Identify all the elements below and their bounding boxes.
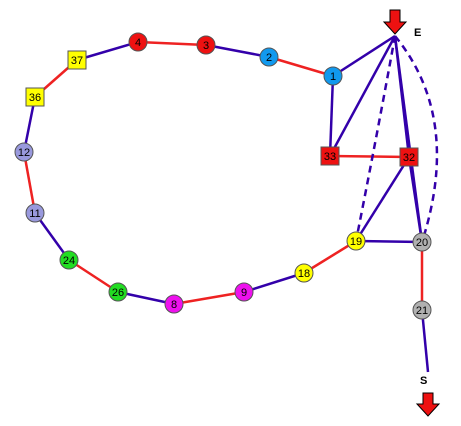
node-32: 32: [399, 147, 419, 167]
node-9-label: 9: [241, 287, 247, 299]
node-37-label: 37: [71, 55, 83, 67]
node-33-shape: [320, 146, 340, 166]
node-19-shape: [346, 231, 366, 251]
node-4: 4: [128, 32, 148, 52]
edge-1-33: [328, 75, 335, 157]
node-26-shape: [108, 282, 128, 302]
node-11-shape: [25, 203, 45, 223]
node-20-shape: [412, 232, 432, 252]
edge-2-1: [268, 55, 334, 78]
edge-11-24: [33, 212, 71, 261]
node-8: 8: [164, 294, 184, 314]
node-12-label: 12: [18, 147, 30, 159]
exit-arrow-icon: [415, 392, 441, 417]
node-26-label: 26: [112, 287, 124, 299]
edge-37-4: [76, 40, 139, 62]
node-19-label: 19: [350, 236, 362, 248]
node-4-shape: [128, 32, 148, 52]
edge-33-32: [329, 154, 410, 159]
edge-4-3: [137, 40, 207, 47]
node-18: 18: [294, 263, 314, 283]
node-32-shape: [399, 147, 419, 167]
node-1-label: 1: [330, 71, 336, 83]
node-26: 26: [108, 282, 128, 302]
node-18-shape: [294, 263, 314, 283]
node-33: 33: [320, 146, 340, 166]
node-1-shape: [323, 66, 343, 86]
edge-9-18: [243, 271, 305, 294]
node-36-label: 36: [29, 92, 41, 104]
edge-24-26: [68, 258, 119, 294]
edge-layer: [22, 34, 439, 373]
node-8-shape: [164, 294, 184, 314]
edge-18-19: [303, 239, 357, 275]
node-8-label: 8: [171, 299, 177, 311]
node-4-label: 4: [135, 37, 141, 49]
entry-label: E: [414, 27, 421, 39]
entry-arrow-icon: [382, 9, 408, 35]
edge-32-19: [354, 156, 411, 242]
edge-26-8: [117, 290, 175, 306]
node-20: 20: [412, 232, 432, 252]
node-3-label: 3: [203, 40, 209, 52]
edge-3-2: [205, 43, 270, 59]
node-21-shape: [412, 300, 432, 320]
edge-21-S: [420, 309, 430, 373]
node-24-label: 24: [63, 255, 75, 267]
arrow-layer: [382, 9, 441, 417]
edge-33-E: [328, 35, 397, 157]
exit-label: S: [420, 375, 427, 387]
node-12: 12: [14, 142, 34, 162]
node-2-label: 2: [266, 52, 272, 64]
node-24-shape: [59, 250, 79, 270]
edge-8-9: [173, 290, 245, 306]
node-37: 37: [67, 50, 87, 70]
edge-19-20: [355, 239, 423, 244]
node-36: 36: [25, 87, 45, 107]
edge-12-11: [22, 151, 37, 214]
edge-1-E: [332, 34, 396, 78]
edge-32-20: [407, 156, 424, 243]
node-12-shape: [14, 142, 34, 162]
node-21: 21: [412, 300, 432, 320]
dashed-edge-E-20: [394, 35, 439, 243]
node-32-label: 32: [403, 152, 415, 164]
node-11-label: 11: [29, 208, 40, 220]
node-3: 3: [196, 35, 216, 55]
node-2-shape: [259, 47, 279, 67]
dashed-edge-E-19: [354, 35, 397, 242]
node-19: 19: [346, 231, 366, 251]
node-9-shape: [234, 282, 254, 302]
node-20-label: 20: [416, 237, 428, 249]
node-21-label: 21: [416, 305, 428, 317]
node-2: 2: [259, 47, 279, 67]
node-33-label: 33: [324, 151, 336, 163]
node-24: 24: [59, 250, 79, 270]
node-36-shape: [25, 87, 45, 107]
node-11: 11: [25, 203, 45, 223]
node-1: 1: [323, 66, 343, 86]
node-18-label: 18: [298, 268, 310, 280]
node-3-shape: [196, 35, 216, 55]
node-37-shape: [67, 50, 87, 70]
node-9: 9: [234, 282, 254, 302]
